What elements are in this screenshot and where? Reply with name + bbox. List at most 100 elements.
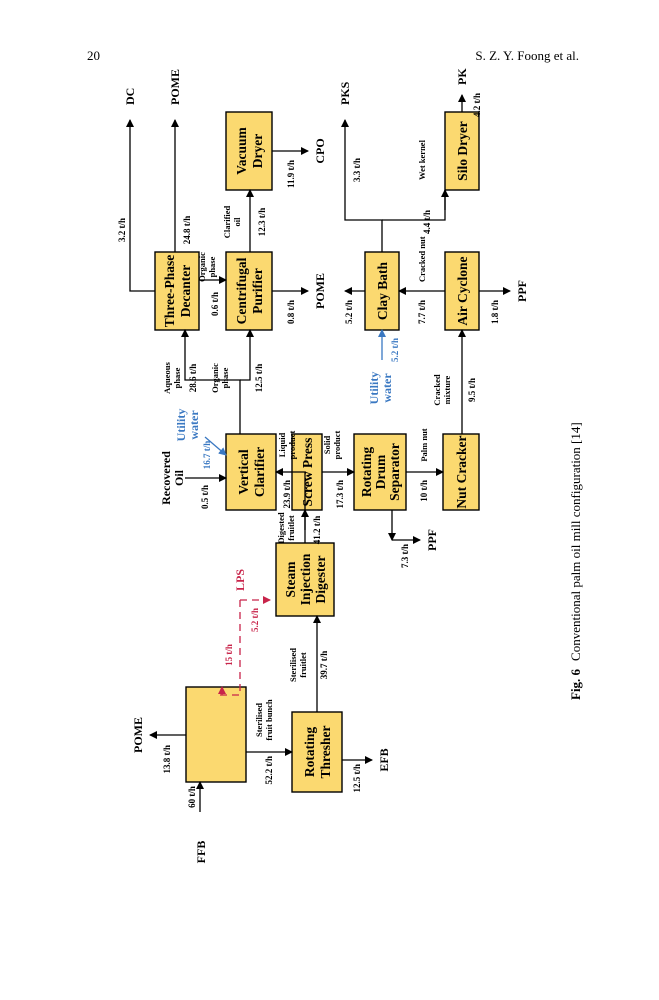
pks-terminal: PKS bbox=[338, 81, 352, 105]
utility-water-2-terminal-line-2: water bbox=[380, 373, 394, 403]
solid-product-label: Solidproduct bbox=[322, 431, 342, 460]
ppf-1-rate: 7.3 t/h bbox=[400, 544, 410, 568]
organic-phase-2-label-line-2: phase bbox=[207, 256, 217, 277]
pome-right-rate: 24.8 t/h bbox=[182, 216, 192, 245]
running-title: S. Z. Y. Foong et al. bbox=[475, 48, 579, 63]
lps-rate-1: 15 t/h bbox=[224, 644, 234, 666]
clarified-oil-rate: 12.3 t/h bbox=[257, 208, 267, 237]
recovered-oil-terminal: RecoveredOil bbox=[159, 451, 186, 505]
sterilised-fruit-bunch-label-line-2: fruit bunch bbox=[264, 699, 274, 741]
decanter-label-line-2: Decanter bbox=[178, 265, 193, 317]
ppf-1-terminal: PPF bbox=[425, 529, 439, 551]
dc-rate: 3.2 t/h bbox=[117, 218, 127, 242]
separator-label-line-3: Separator bbox=[387, 443, 402, 501]
digester-label-line-1: Steam bbox=[283, 561, 298, 598]
recovered-oil-rate: 0.5 t/h bbox=[200, 485, 210, 509]
wet-kernel-arrow bbox=[382, 190, 446, 221]
pome-top-rate: 13.8 t/h bbox=[162, 745, 172, 774]
caption-label: Fig. 6 bbox=[568, 668, 583, 700]
utility-water-1-terminal: Utilitywater bbox=[174, 409, 201, 442]
recovered-oil-terminal-line-2: Oil bbox=[172, 469, 186, 486]
efb-rate: 12.5 t/h bbox=[352, 764, 362, 793]
utility-water-1-rate: 16.7 t/h bbox=[202, 441, 212, 470]
wet-kernel-label: Wet kernel bbox=[417, 139, 427, 180]
clarified-oil-label-line-1: Clarified bbox=[222, 205, 232, 238]
vacuum-dryer-label-line-2: Dryer bbox=[250, 134, 265, 168]
utility-water-1-terminal-line-2: water bbox=[187, 410, 201, 440]
utility-water-2-rate: 5.2 t/h bbox=[390, 338, 400, 362]
liquid-product-label-line-1: Liquid bbox=[277, 432, 287, 457]
cracked-mixture-label-line-2: mixture bbox=[442, 375, 452, 404]
pks-arrow bbox=[341, 119, 383, 252]
clarified-oil-label: Clarifiedoil bbox=[222, 205, 242, 238]
decanter-label: Three-PhaseDecanter bbox=[162, 255, 193, 328]
thresher-label-line-2: Thresher bbox=[318, 725, 333, 778]
solid-product-rate: 17.3 t/h bbox=[335, 480, 345, 509]
solid-product-label-line-2: product bbox=[332, 431, 342, 460]
sterilised-fruitlet-label: Sterilisedfruitlet bbox=[288, 648, 308, 682]
digested-fruitlet-label: Digestedfruitlet bbox=[276, 512, 296, 543]
pome-mid-rate: 0.8 t/h bbox=[286, 300, 296, 324]
cracked-mixture-rate: 9.5 t/h bbox=[467, 378, 477, 402]
sterilised-fruitlet-rate: 39.7 t/h bbox=[319, 651, 329, 680]
clarifier-label-line-2: Clarifier bbox=[252, 447, 267, 497]
steriliser-box bbox=[185, 686, 247, 783]
page-number: 20 bbox=[87, 48, 100, 63]
organic-phase-1-rate: 12.5 t/h bbox=[254, 364, 264, 393]
thresher-label: RotatingThresher bbox=[302, 725, 333, 778]
clarifier-label-line-1: Vertical bbox=[236, 449, 251, 494]
organic-phase-1-arrow bbox=[240, 329, 254, 381]
cpo-terminal: CPO bbox=[313, 138, 327, 163]
decanter-label-line-1: Three-Phase bbox=[162, 255, 177, 328]
separator-label-line-2: Drum bbox=[373, 454, 388, 489]
aqueous-phase-arrow bbox=[181, 329, 241, 434]
air-cyclone-label-line-1: Air Cyclone bbox=[455, 256, 470, 325]
digester-label-line-3: Digester bbox=[313, 556, 328, 604]
pk-rate: 4.2 t/h bbox=[472, 93, 482, 117]
cpo-rate: 11.9 t/h bbox=[286, 160, 296, 188]
ffb-rate: 60 t/h bbox=[187, 786, 197, 808]
aqueous-phase-label-line-2: phase bbox=[172, 367, 182, 388]
screw-press-label: Screw Press bbox=[300, 438, 315, 507]
clay-bath-label-line-1: Clay Bath bbox=[375, 261, 390, 320]
cracked-nut-label: Cracked nut bbox=[417, 236, 427, 282]
cracked-mixture-label: Crackedmixture bbox=[432, 374, 452, 405]
wet-kernel-rate: 4.4 t/h bbox=[422, 210, 432, 234]
liquid-product-label: Liquidproduct bbox=[277, 431, 297, 460]
aqueous-phase-rate: 28.6 t/h bbox=[188, 364, 198, 393]
vacuum-dryer-box bbox=[225, 111, 273, 191]
pks-rate: 3.3 t/h bbox=[352, 158, 362, 182]
sterilised-fruit-bunch-label-line-1: Sterilised bbox=[254, 703, 264, 737]
vacuum-dryer-label: VacuumDryer bbox=[234, 126, 265, 174]
separator-label-line-1: Rotating bbox=[359, 447, 374, 497]
digested-fruitlet-rate: 41.2 t/h bbox=[312, 516, 322, 545]
cracker-label: Nut Cracker bbox=[454, 435, 469, 508]
sterilised-fruitlet-label-line-1: Sterilised bbox=[288, 648, 298, 682]
recovered-oil-terminal-line-1: Recovered bbox=[159, 451, 173, 505]
palm-nut-label: Palm nut bbox=[419, 428, 429, 461]
digester-label: SteamInjectionDigester bbox=[283, 553, 328, 605]
organic-phase-2-rate: 0.6 t/h bbox=[210, 292, 220, 316]
silo-dryer-label-line-1: Silo Dryer bbox=[455, 121, 470, 181]
palm-nut-rate: 10 t/h bbox=[419, 480, 429, 502]
thresher-label-line-1: Rotating bbox=[302, 727, 317, 777]
purifier-label-line-1: Centrifugal bbox=[234, 257, 249, 324]
thresher-box bbox=[291, 711, 343, 793]
purifier-label: CentrifugalPurifier bbox=[234, 257, 265, 324]
aqueous-phase-label: Aqueousphase bbox=[162, 361, 182, 393]
efb-terminal: EFB bbox=[377, 748, 391, 771]
aqueous-phase-label-line-1: Aqueous bbox=[162, 361, 172, 393]
lps-line-a bbox=[220, 600, 241, 696]
clarified-oil-label-line-2: oil bbox=[232, 217, 242, 227]
pk-terminal: PK bbox=[455, 68, 469, 85]
clarifier-label: VerticalClarifier bbox=[236, 447, 267, 497]
cracker-label-line-1: Nut Cracker bbox=[454, 435, 469, 508]
clarifier-box bbox=[225, 433, 277, 511]
clay-bath-pome-rate: 5.2 t/h bbox=[344, 300, 354, 324]
screw-press-label-line-1: Screw Press bbox=[300, 438, 315, 507]
purifier-box bbox=[225, 251, 273, 331]
digester-label-line-2: Injection bbox=[298, 553, 313, 605]
pome-top-terminal: POME bbox=[131, 717, 145, 753]
caption-text: Conventional palm oil mill configuration… bbox=[568, 422, 583, 661]
